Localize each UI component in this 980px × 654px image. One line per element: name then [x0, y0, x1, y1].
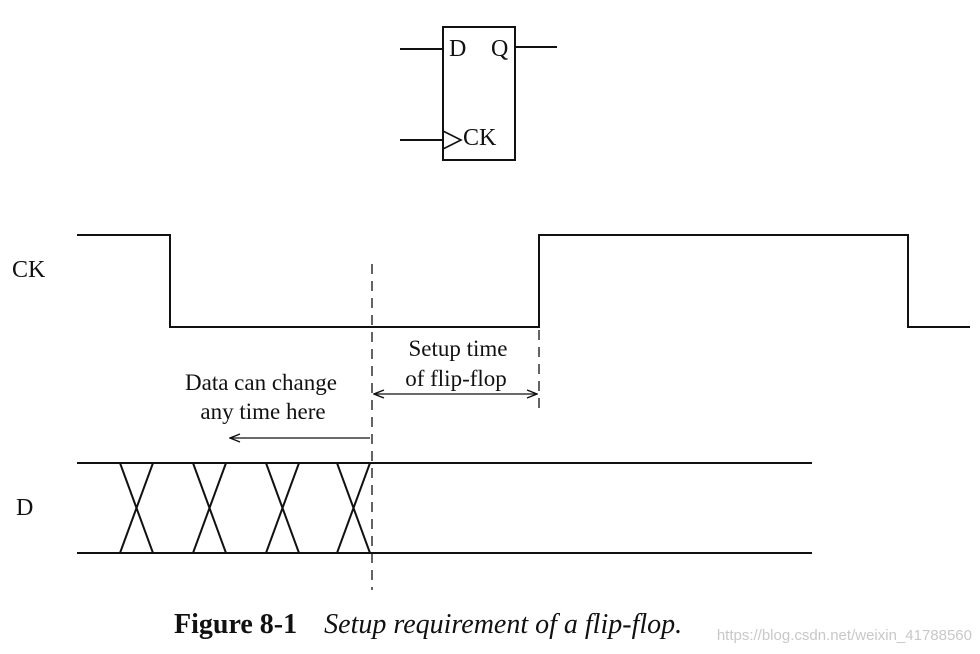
flip-flop-box — [442, 26, 516, 161]
data-change-label-line1: Data can change — [185, 370, 337, 395]
d-transition-crossings — [119, 462, 371, 554]
flip-flop-symbol: D Q CK — [400, 26, 557, 161]
d-crossing-4b — [336, 462, 371, 554]
data-change-label-line2: any time here — [200, 399, 325, 424]
clock-edge-triangle-icon — [442, 130, 463, 150]
ck-signal-label: CK — [12, 257, 46, 283]
setup-time-annotation: Setup time of flip-flop — [374, 336, 537, 394]
pin-q-label: Q — [491, 36, 508, 62]
setup-time-label-line1: Setup time — [408, 336, 507, 361]
figure-caption-text: Setup requirement of a flip-flop. — [324, 609, 682, 640]
figure-caption-number: Figure 8-1 — [174, 609, 297, 640]
d-crossing-1b — [119, 462, 154, 554]
setup-time-label-line2: of flip-flop — [405, 366, 507, 391]
figure-caption: Figure 8-1 Setup requirement of a flip-f… — [174, 609, 682, 640]
watermark-text: https://blog.csdn.net/weixin_41788560 — [717, 627, 972, 644]
d-crossing-3b — [265, 462, 300, 554]
d-signal: D — [16, 462, 812, 554]
pin-ck-label: CK — [463, 125, 497, 151]
ck-signal: CK — [12, 234, 970, 328]
d-signal-label: D — [16, 495, 33, 521]
ck-waveform — [77, 234, 970, 328]
d-crossing-2b — [192, 462, 227, 554]
pin-d-label: D — [449, 36, 466, 62]
data-change-annotation: Data can change any time here — [185, 370, 370, 438]
